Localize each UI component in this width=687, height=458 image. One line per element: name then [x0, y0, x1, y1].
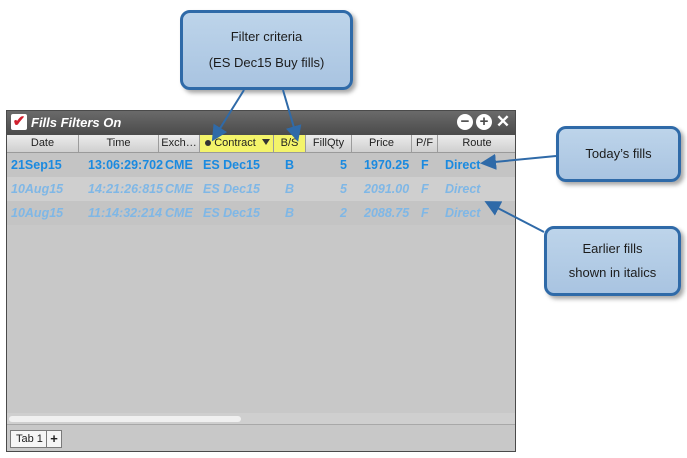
cell-time: 11:14:32:214 — [88, 206, 163, 220]
cell-route: Direct — [445, 206, 481, 220]
cell-date: 21Sep15 — [11, 158, 62, 172]
header-route-label: Route — [462, 137, 492, 149]
header-exchange[interactable]: Exch… — [159, 135, 200, 152]
callout-filter-line1: Filter criteria — [230, 29, 303, 44]
window-controls: − + ✕ — [457, 112, 511, 131]
add-icon[interactable]: + — [476, 114, 492, 130]
cell-contract: ES Dec15 — [203, 182, 260, 196]
table-row[interactable]: 10Aug15 11:14:32:214 CME ES Dec15 B 2 20… — [7, 201, 515, 225]
header-price[interactable]: Price — [352, 135, 412, 152]
cell-price: 1970.25 — [364, 158, 410, 172]
add-tab-button[interactable]: + — [46, 430, 62, 448]
cell-time: 14:21:26:815 — [88, 182, 164, 196]
cell-fillqty: 5 — [340, 158, 347, 172]
cell-fillqty: 5 — [340, 182, 347, 196]
header-contract-label: Contract — [214, 137, 256, 149]
cell-contract: ES Dec15 — [203, 158, 260, 172]
cell-route: Direct — [445, 158, 481, 172]
header-time[interactable]: Time — [79, 135, 159, 152]
cell-fillqty: 2 — [340, 206, 347, 220]
filter-check-icon[interactable]: ✔ — [11, 113, 27, 130]
minimize-icon[interactable]: − — [457, 114, 473, 130]
window-titlebar[interactable]: ✔ Fills Filters On − + ✕ — [7, 111, 515, 135]
filter-icon[interactable] — [261, 139, 270, 146]
cell-pf: F — [421, 206, 429, 220]
callout-filter-line2: (ES Dec15 Buy fills) — [208, 55, 325, 70]
callout-earlier-fills: Earlier fills shown in italics — [544, 226, 681, 296]
tab-bar: Tab 1 + — [7, 424, 515, 451]
table-row[interactable]: 21Sep15 13:06:29:702 CME ES Dec15 B 5 19… — [7, 153, 515, 177]
callout-filter-criteria: Filter criteria (ES Dec15 Buy fills) — [180, 10, 353, 90]
cell-contract: ES Dec15 — [203, 206, 260, 220]
header-date[interactable]: Date — [7, 135, 79, 152]
close-icon[interactable]: ✕ — [495, 112, 511, 131]
fills-grid: 21Sep15 13:06:29:702 CME ES Dec15 B 5 19… — [7, 153, 515, 423]
callout-todays-fills: Today’s fills — [556, 126, 681, 182]
horizontal-scrollbar[interactable] — [7, 413, 515, 425]
cell-bs: B — [285, 206, 295, 220]
cell-pf: F — [421, 158, 429, 172]
cell-bs: B — [285, 158, 295, 172]
header-pf-label: P/F — [415, 137, 434, 149]
cell-price: 2091.00 — [364, 182, 410, 196]
fills-window: ✔ Fills Filters On − + ✕ Date Time Exch…… — [6, 110, 516, 452]
callout-earlier-line1: Earlier fills — [582, 241, 643, 256]
cell-pf: F — [421, 182, 429, 196]
header-fillqty-label: FillQty — [312, 137, 345, 149]
cell-exchange: CME — [165, 182, 193, 196]
header-exchange-label: Exch… — [161, 137, 197, 149]
cell-route: Direct — [445, 182, 481, 196]
header-route[interactable]: Route — [438, 135, 515, 152]
header-bs-label: B/S — [280, 137, 299, 149]
cell-date: 10Aug15 — [11, 182, 64, 196]
header-price-label: Price — [368, 137, 395, 149]
header-time-label: Time — [106, 137, 131, 149]
cell-exchange: CME — [165, 158, 193, 172]
header-pf[interactable]: P/F — [412, 135, 438, 152]
scrollbar-thumb[interactable] — [9, 416, 241, 422]
header-bs[interactable]: B/S — [274, 135, 306, 152]
sort-dot-icon — [205, 140, 212, 147]
callout-today-text: Today’s fills — [585, 146, 652, 161]
column-header-row: Date Time Exch… Contract B/S FillQty Pri… — [7, 135, 515, 153]
header-contract[interactable]: Contract — [200, 135, 274, 152]
cell-exchange: CME — [165, 206, 193, 220]
cell-price: 2088.75 — [364, 206, 410, 220]
window-title: Fills Filters On — [31, 115, 122, 130]
header-fillqty[interactable]: FillQty — [306, 135, 352, 152]
cell-bs: B — [285, 182, 295, 196]
callout-earlier-line2: shown in italics — [568, 265, 657, 280]
table-row[interactable]: 10Aug15 14:21:26:815 CME ES Dec15 B 5 20… — [7, 177, 515, 201]
cell-time: 13:06:29:702 — [88, 158, 164, 172]
header-date-label: Date — [30, 137, 55, 149]
tab-1[interactable]: Tab 1 — [10, 430, 49, 448]
cell-date: 10Aug15 — [11, 206, 64, 220]
